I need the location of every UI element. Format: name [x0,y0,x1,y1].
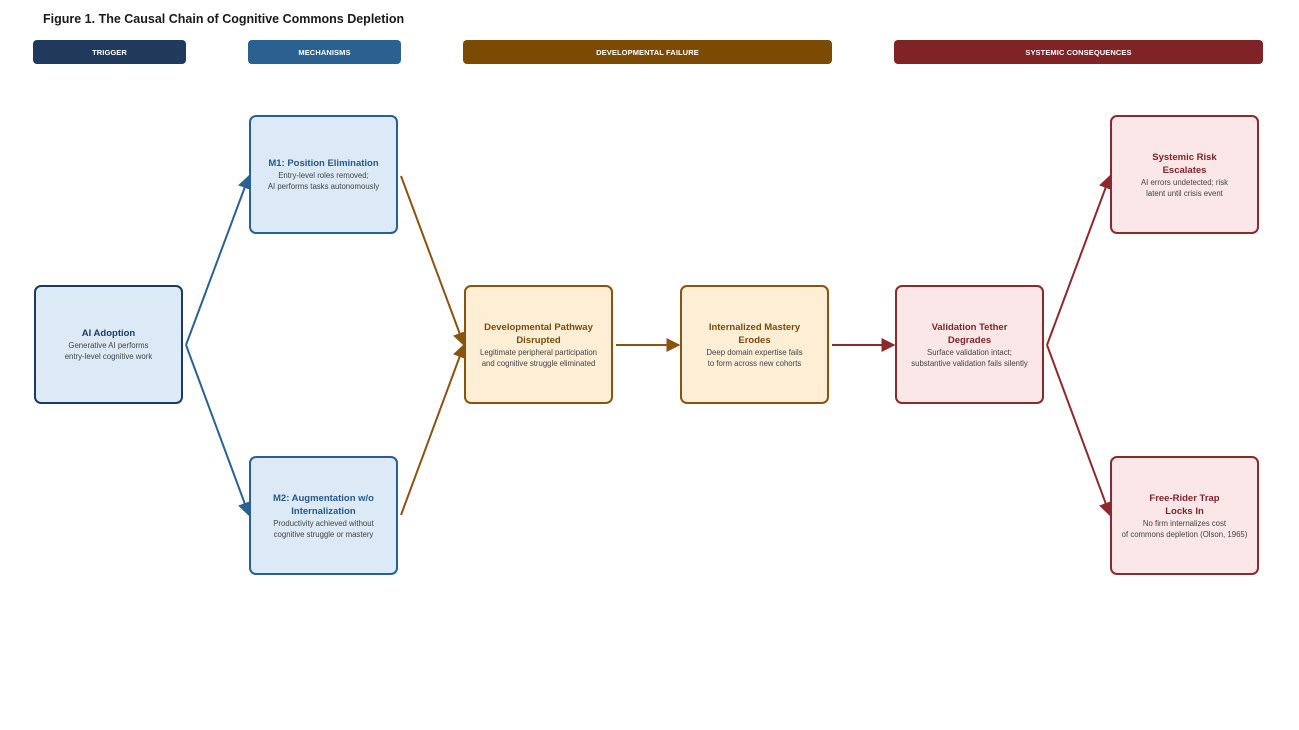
node-free-rider-trap: Free-Rider Trap Locks In No firm interna… [1110,456,1259,575]
stage-header-systemic-consequences: SYSTEMIC CONSEQUENCES [894,40,1263,64]
node-m1-desc: Entry-level roles removed; AI performs t… [267,171,380,191]
node-ai-adoption: AI Adoption Generative AI performs entry… [34,285,183,404]
stage-header-trigger: TRIGGER [33,40,186,64]
edge-adoption-to-m1 [185,174,252,346]
node-freerider-desc: No firm internalizes cost of commons dep… [1121,518,1248,539]
node-internalized-mastery: Internalized Mastery Erodes Deep domain … [680,285,829,404]
node-risk-title: Systemic Risk Escalates [1152,151,1217,176]
figure-title: Figure 1. The Causal Chain of Cognitive … [43,12,405,26]
node-mastery-title: Internalized Mastery Erodes [708,321,801,346]
node-freerider-title: Free-Rider Trap Locks In [1149,492,1220,517]
node-validation-desc: Surface validation intact; substantive v… [911,347,1028,368]
node-validation-tether: Validation Tether Degrades Surface valid… [895,285,1044,404]
node-validation-title: Validation Tether Degrades [931,321,1008,346]
node-pathway-title: Developmental Pathway Disrupted [484,321,593,346]
edge-m1-to-pathway [400,175,467,347]
node-m2-title: M2: Augmentation w/o Internalization [273,492,374,517]
node-systemic-risk: Systemic Risk Escalates AI errors undete… [1110,115,1259,234]
node-m1-position-elimination: M1: Position Elimination Entry-level rol… [249,115,398,234]
edge-m2-to-pathway [400,343,467,516]
node-mastery-desc: Deep domain expertise fails to form acro… [706,347,803,368]
node-m2-augmentation: M2: Augmentation w/o Internalization Pro… [249,456,398,575]
node-m1-title: M1: Position Elimination [268,158,379,169]
node-developmental-pathway: Developmental Pathway Disrupted Legitima… [464,285,613,404]
node-ai-adoption-title: AI Adoption [81,328,136,339]
node-m2-desc: Productivity achieved without cognitive … [273,518,374,539]
stage-header-mechanisms: MECHANISMS [248,40,401,64]
node-pathway-desc: Legitimate peripheral participation and … [479,347,598,368]
node-risk-desc: AI errors undetected; risk latent until … [1140,177,1229,198]
edge-adoption-to-m2 [185,344,252,517]
stage-header-developmental-failure: DEVELOPMENTAL FAILURE [463,40,832,64]
node-ai-adoption-desc: Generative AI performs entry-level cogni… [64,341,153,361]
edge-validation-to-risk [1046,174,1113,346]
edge-validation-to-freerider [1046,344,1113,517]
